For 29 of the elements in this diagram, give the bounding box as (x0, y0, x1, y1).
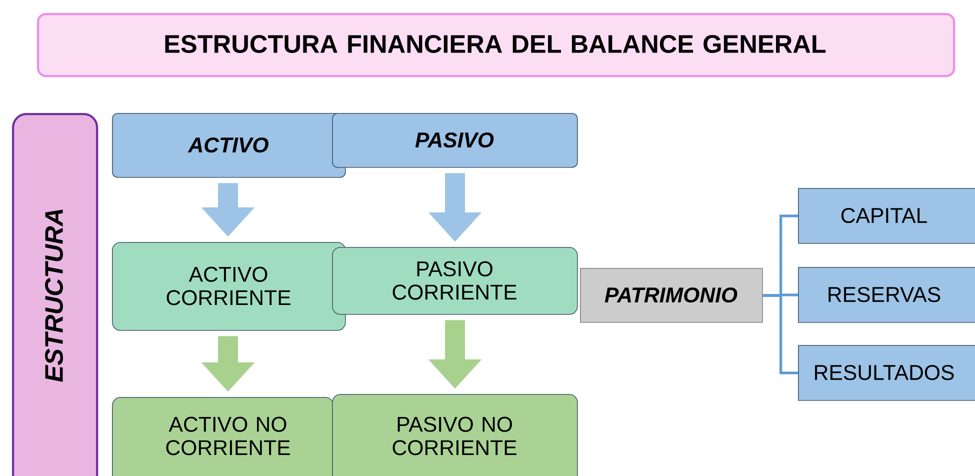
node-label: PASIVO NO CORRIENTE (392, 416, 516, 456)
node-label: ACTIVO NO CORRIENTE (166, 416, 290, 456)
process-box (112, 242, 346, 331)
block-arrow (201, 183, 255, 237)
node-label: PASIVO (415, 132, 494, 148)
node-label: RESERVAS (828, 286, 940, 302)
node-label: ESTRUCTURA (45, 210, 63, 382)
process-box (580, 268, 763, 323)
title-box (37, 13, 956, 78)
node-label: PASIVO CORRIENTE (392, 261, 516, 300)
node-label: CAPITAL (841, 208, 927, 224)
node-label: ESTRUCTURA FINANCIERA DEL BALANCE GENERAL (165, 35, 826, 53)
process-box (332, 247, 578, 315)
block-arrow (428, 320, 482, 389)
heading-box (112, 113, 346, 178)
block-arrow (201, 336, 255, 392)
process-box (112, 397, 334, 476)
node-label: RESULTADOS (815, 364, 954, 380)
node-label: ACTIVO (188, 137, 268, 153)
node-label: PATRIMONIO (604, 287, 738, 303)
item-box (798, 267, 975, 323)
side-band (12, 113, 98, 476)
heading-box (332, 113, 578, 168)
process-box (332, 394, 578, 476)
node-label: ACTIVO CORRIENTE (166, 266, 290, 306)
connector-line (762, 294, 798, 374)
item-box (798, 345, 975, 401)
block-arrow (428, 173, 482, 242)
item-box (798, 188, 975, 244)
